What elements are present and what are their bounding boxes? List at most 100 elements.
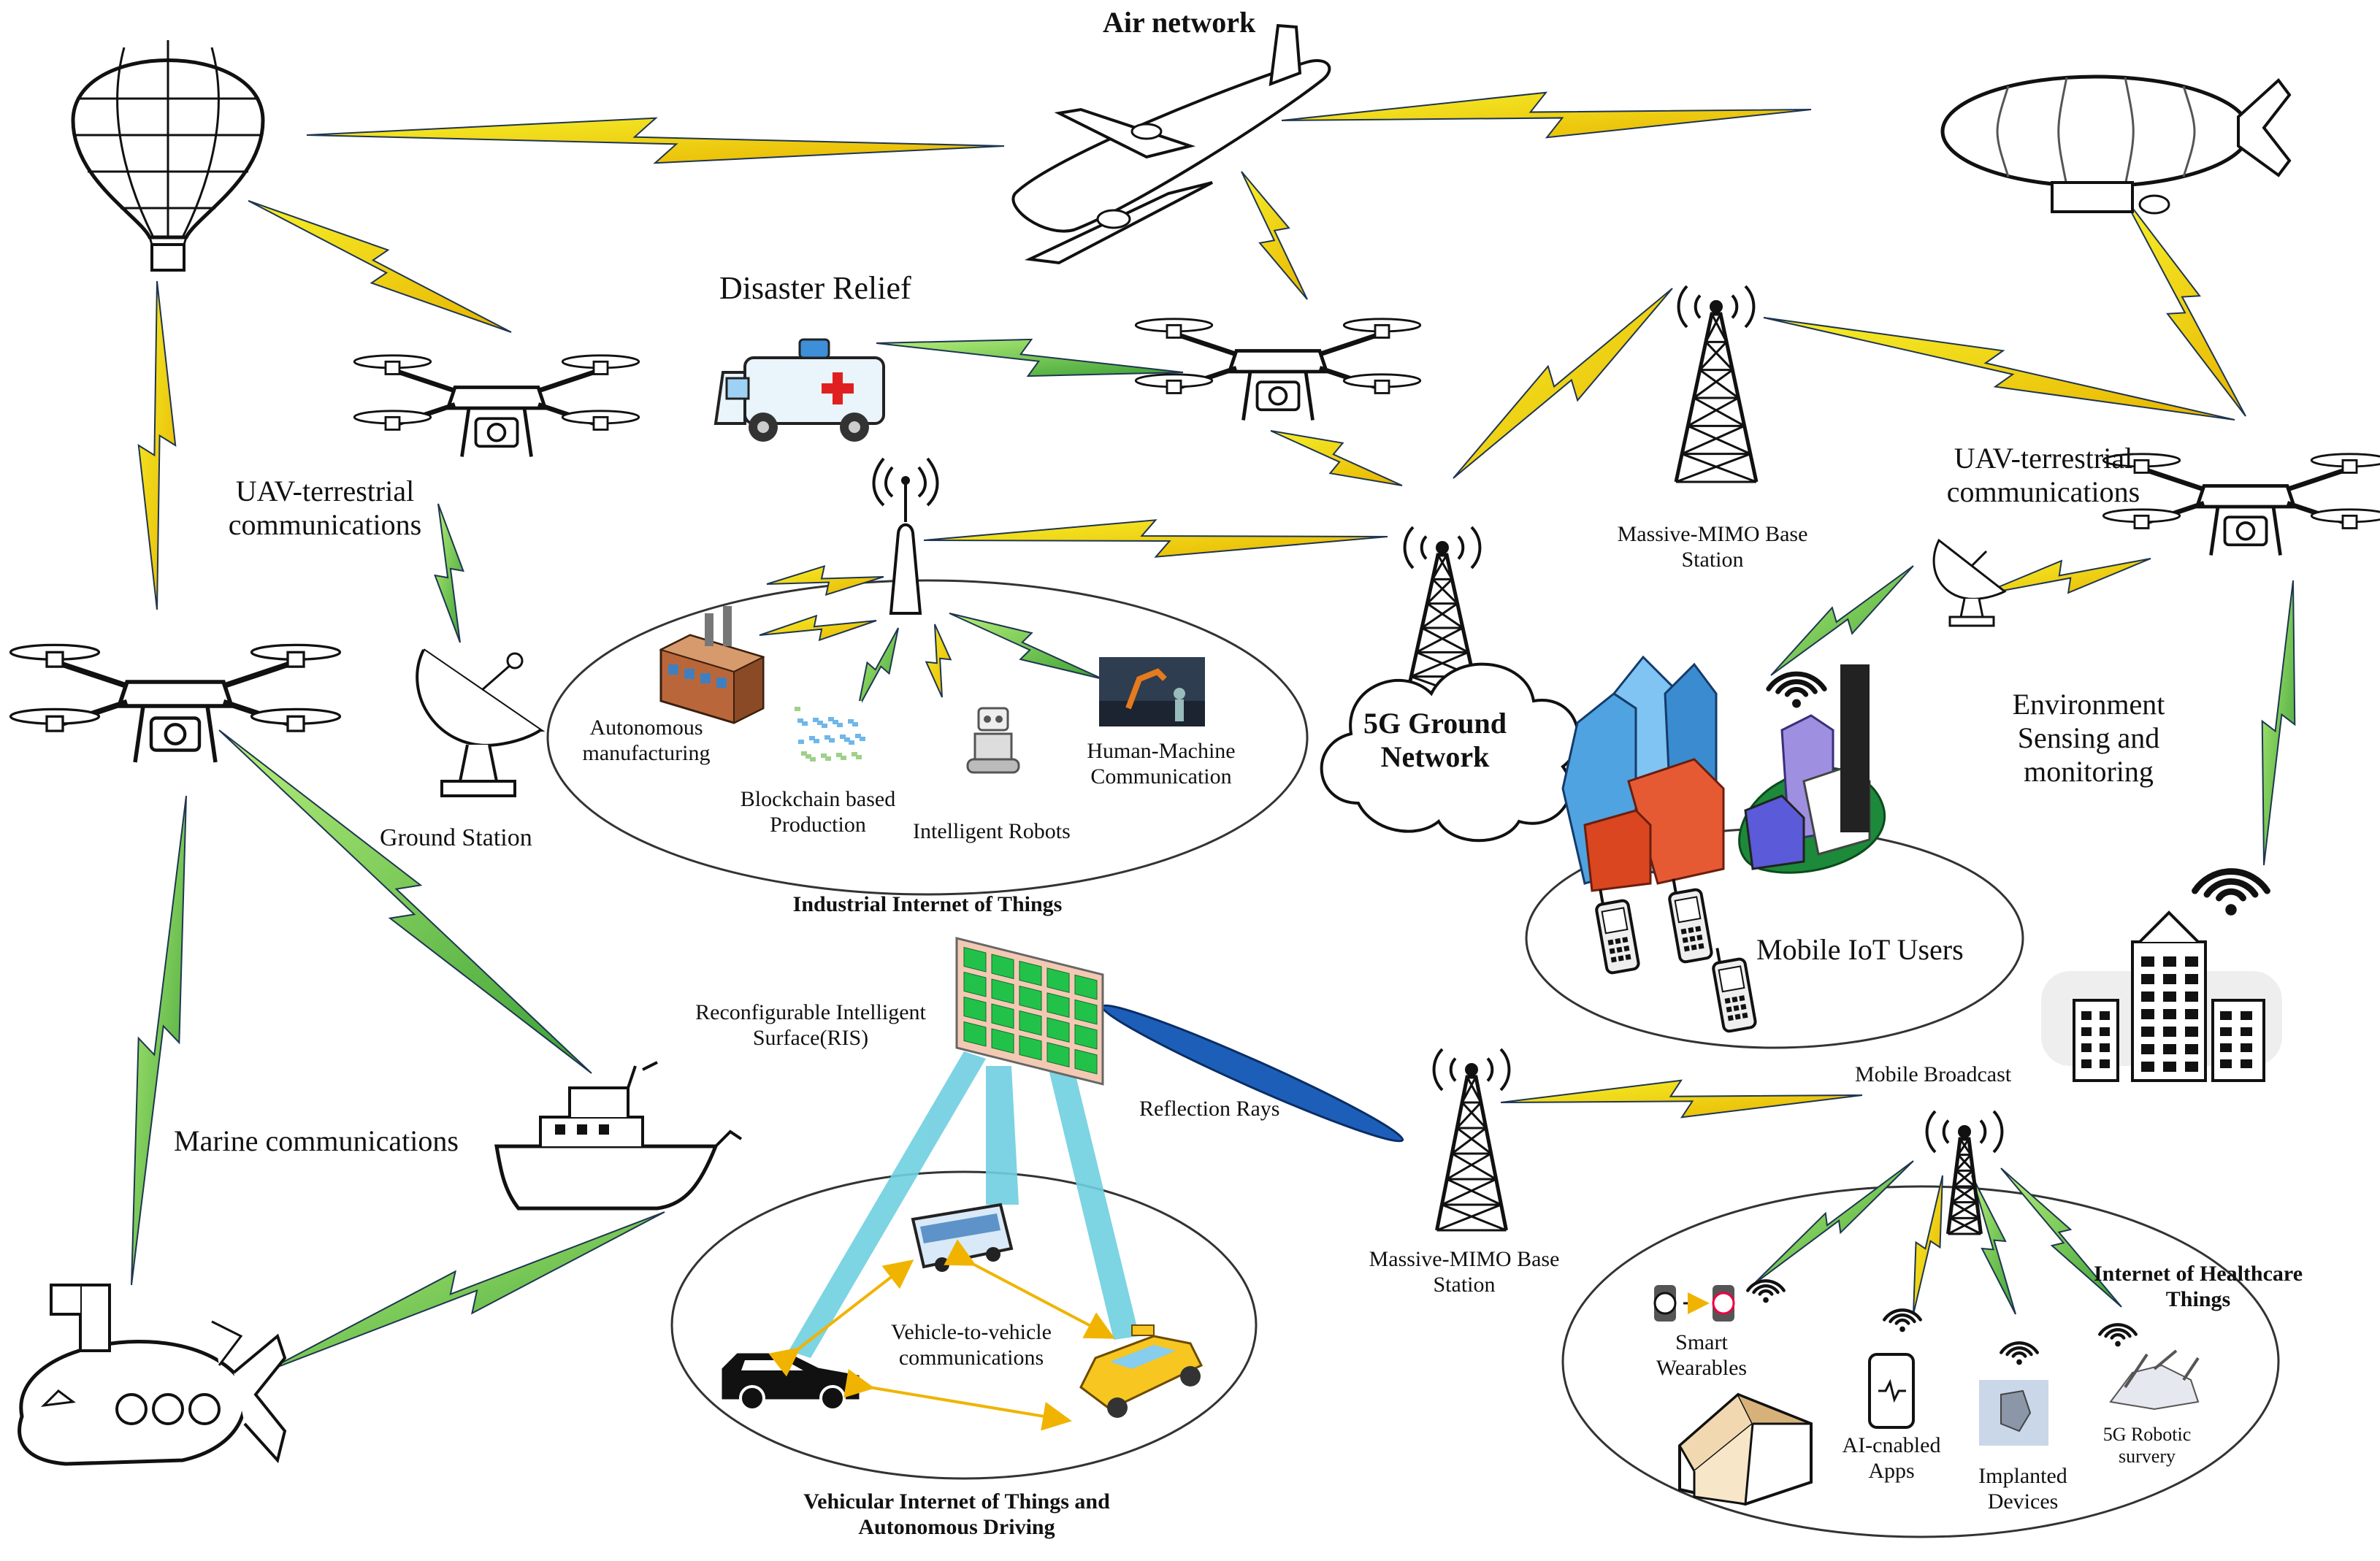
wireless-link-3	[248, 200, 512, 333]
car-icon	[722, 1353, 860, 1411]
blockchain-label: Blockchain based Production	[740, 787, 896, 837]
iiot-antenna-icon	[872, 457, 939, 615]
wireless-links	[131, 91, 2296, 1373]
air-network-label: Air network	[1103, 6, 1256, 39]
satellite-dish-icon	[1932, 538, 2007, 627]
robot-icon	[966, 707, 1020, 774]
house-icon	[1678, 1392, 1813, 1506]
implanted-devices-label: Implanted Devices	[1978, 1464, 2067, 1514]
quadcopter-icon	[2102, 453, 2380, 556]
ground-network-label: 5G Ground Network	[1363, 707, 1507, 773]
ground-network-tower-icon	[1403, 526, 1482, 702]
vehicular-ellipse	[670, 1170, 1258, 1480]
airplane-icon	[1011, 23, 1331, 265]
wireless-link-20	[759, 614, 877, 642]
environment-sensing-label: Environment Sensing and monitoring	[2012, 688, 2165, 788]
wifi-icon	[2192, 868, 2270, 916]
wireless-link-4	[137, 280, 177, 610]
wifi-icon	[1883, 1308, 1922, 1332]
wireless-link-10	[1763, 317, 2235, 421]
quadcopter-icon	[9, 643, 342, 763]
massive-mimo-top-label: Massive-MIMO Base Station	[1617, 522, 1808, 572]
mobile-phone-icon	[1668, 878, 1713, 964]
reflection-ray	[1101, 1004, 1404, 1143]
quadcopter-icon	[1134, 318, 1422, 421]
wireless-link-25	[1752, 1160, 1914, 1286]
massive-mimo-bottom-label: Massive-MIMO Base Station	[1369, 1247, 1560, 1297]
wireless-link-18	[857, 627, 899, 709]
mobile-iot-users-label: Mobile IoT Users	[1756, 933, 1964, 966]
massive-mimo-tower-icon	[1674, 285, 1759, 483]
v2v-arrows	[768, 1239, 1116, 1431]
bus-icon	[911, 1203, 1014, 1272]
wireless-link-27	[1971, 1175, 2016, 1315]
wireless-link-22	[131, 795, 187, 1286]
wireless-link-15	[434, 503, 464, 643]
smartphone-icon	[1868, 1353, 1915, 1429]
massive-mimo-tower-icon	[1432, 1048, 1511, 1232]
factory-icon	[659, 606, 765, 724]
uav-terrestrial-left-label: UAV-terrestrial communications	[228, 475, 422, 541]
implant-icon	[1979, 1380, 2048, 1446]
vehicular-iot-label: Vehicular Internet of Things and Autonom…	[803, 1489, 1110, 1539]
quadcopter-icon	[353, 354, 640, 457]
wireless-link-26	[1913, 1175, 1943, 1315]
ground-station-label: Ground Station	[380, 824, 532, 851]
wireless-link-6	[876, 338, 1184, 377]
ground-network-cloud	[1320, 662, 1580, 843]
disaster-relief-label: Disaster Relief	[719, 270, 911, 306]
wireless-link-11	[2121, 193, 2246, 417]
ship-icon	[494, 1061, 743, 1211]
airship-icon	[1940, 74, 2292, 215]
taxi-icon	[1079, 1324, 1204, 1418]
mobile-phone-icon	[1712, 948, 1757, 1033]
wireless-link-5	[1241, 171, 1308, 300]
ris-beams	[789, 1051, 1139, 1358]
v2v-label: Vehicle-to-vehicle communications	[891, 1320, 1052, 1370]
wireless-link-19	[949, 613, 1103, 680]
wireless-link-14	[2261, 580, 2296, 866]
city-buildings-icon	[1561, 655, 1886, 892]
mobile-broadcast-label: Mobile Broadcast	[1855, 1062, 2012, 1086]
robotic-surgery-label: 5G Robotic survery	[2102, 1424, 2192, 1467]
ai-apps-label: AI-cnabled Apps	[1842, 1433, 1941, 1483]
human-machine-label: Human-Machine Communication	[1087, 739, 1236, 789]
wifi-icon	[1746, 1279, 1786, 1303]
wireless-link-24	[1500, 1079, 1863, 1119]
submarine-icon	[18, 1284, 287, 1466]
wifi-icon	[2098, 1323, 2138, 1347]
healthcare-ellipse	[1561, 1185, 2280, 1538]
wireless-link-16	[766, 564, 884, 597]
surgical-robot-icon	[2109, 1349, 2200, 1411]
healthcare-label: Internet of Healthcare Things	[2093, 1262, 2303, 1311]
smartwatch-icon	[1653, 1285, 1735, 1322]
wifi-icon	[1766, 671, 1827, 708]
wireless-link-12	[1770, 565, 1914, 676]
ground-station-dish-icon	[416, 648, 546, 797]
mobile-phone-icon	[1595, 889, 1640, 975]
ris-label: Reconfigurable Intelligent Surface(RIS)	[695, 1000, 926, 1050]
wireless-link-21	[218, 729, 592, 1074]
wireless-link-23	[262, 1211, 665, 1373]
wireless-link-28	[2000, 1167, 2122, 1308]
wireless-link-17	[925, 624, 952, 698]
human-machine-photo	[1099, 657, 1205, 726]
reflection-rays-label: Reflection Rays	[1139, 1097, 1280, 1121]
wireless-link-1	[306, 117, 1005, 164]
wifi-icon	[2000, 1341, 2039, 1365]
intelligent-robots-label: Intelligent Robots	[913, 819, 1071, 843]
hot-air-balloon-icon	[71, 40, 265, 272]
wireless-link-9	[1453, 288, 1673, 479]
ambulance-icon	[713, 338, 885, 442]
wireless-link-7	[1270, 430, 1403, 486]
iiot-ellipse	[546, 579, 1309, 896]
blockchain-icon	[789, 701, 865, 762]
wireless-link-8	[923, 519, 1388, 558]
smart-wearables-label: Smart Wearables	[1656, 1330, 1748, 1380]
ris-panel	[955, 937, 1104, 1086]
autonomous-manufacturing-label: Autonomous manufacturing	[582, 716, 711, 765]
mobile-broadcast-tower-icon	[1925, 1110, 2004, 1235]
uav-terrestrial-right-label: UAV-terrestrial communications	[1946, 442, 2140, 508]
marine-communications-label: Marine communications	[174, 1124, 459, 1157]
